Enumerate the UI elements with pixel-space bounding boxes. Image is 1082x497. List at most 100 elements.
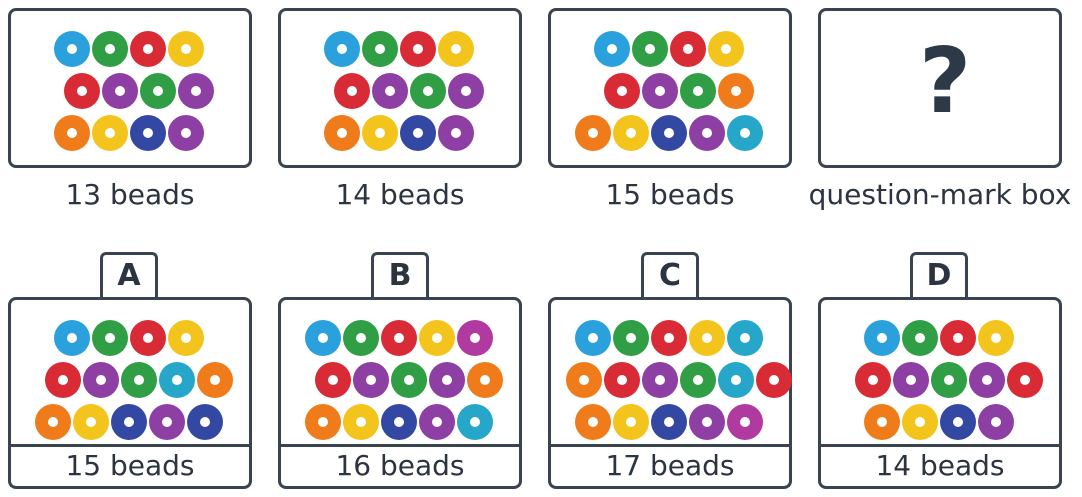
red-bead: [334, 73, 370, 109]
red-bead: [400, 31, 436, 67]
purple-bead: [102, 73, 138, 109]
purple-bead: [689, 115, 725, 151]
purple-bead: [83, 362, 119, 398]
navy-bead: [400, 115, 436, 151]
purple-bead: [893, 362, 929, 398]
teal-bead: [159, 362, 195, 398]
red-bead: [940, 320, 976, 356]
yellow-bead: [343, 404, 379, 440]
red-bead: [670, 31, 706, 67]
red-bead: [1007, 362, 1043, 398]
green-bead: [931, 362, 967, 398]
bead-box-2: [278, 8, 522, 168]
orange-bead: [575, 115, 611, 151]
option-b-box[interactable]: [278, 297, 522, 447]
red-bead: [604, 73, 640, 109]
question-box: ?: [818, 8, 1062, 168]
yellow-bead: [168, 31, 204, 67]
green-bead: [343, 320, 379, 356]
green-bead: [680, 362, 716, 398]
magenta-bead: [457, 320, 493, 356]
teal-bead: [727, 320, 763, 356]
option-d-label[interactable]: D: [910, 252, 968, 300]
green-bead: [902, 320, 938, 356]
red-bead: [130, 31, 166, 67]
option-c-label[interactable]: C: [641, 252, 699, 300]
red-bead: [130, 320, 166, 356]
purple-bead: [149, 404, 185, 440]
green-bead: [92, 320, 128, 356]
purple-bead: [419, 404, 455, 440]
red-bead: [855, 362, 891, 398]
orange-bead: [197, 362, 233, 398]
option-d-box[interactable]: [818, 297, 1062, 447]
yellow-bead: [419, 320, 455, 356]
yellow-bead: [613, 115, 649, 151]
magenta-bead: [727, 404, 763, 440]
option-a-box[interactable]: [8, 297, 252, 447]
option-b-label[interactable]: B: [371, 252, 429, 300]
yellow-bead: [613, 404, 649, 440]
yellow-bead: [168, 320, 204, 356]
orange-bead: [718, 73, 754, 109]
purple-bead: [689, 404, 725, 440]
purple-bead: [448, 73, 484, 109]
navy-bead: [651, 115, 687, 151]
blue-bead: [54, 31, 90, 67]
red-bead: [651, 320, 687, 356]
green-bead: [680, 73, 716, 109]
green-bead: [362, 31, 398, 67]
orange-bead: [54, 115, 90, 151]
blue-bead: [305, 320, 341, 356]
bead-box-1-caption: 13 beads: [8, 178, 252, 211]
red-bead: [64, 73, 100, 109]
yellow-bead: [708, 31, 744, 67]
navy-bead: [187, 404, 223, 440]
yellow-bead: [978, 320, 1014, 356]
blue-bead: [324, 31, 360, 67]
purple-bead: [178, 73, 214, 109]
orange-bead: [324, 115, 360, 151]
purple-bead: [969, 362, 1005, 398]
purple-bead: [438, 115, 474, 151]
option-a-label[interactable]: A: [100, 252, 158, 300]
option-b-caption: 16 beads: [278, 447, 522, 489]
yellow-bead: [362, 115, 398, 151]
green-bead: [410, 73, 446, 109]
orange-bead: [864, 404, 900, 440]
navy-bead: [651, 404, 687, 440]
orange-bead: [35, 404, 71, 440]
red-bead: [45, 362, 81, 398]
red-bead: [604, 362, 640, 398]
bead-box-2-caption: 14 beads: [278, 178, 522, 211]
option-d-caption: 14 beads: [818, 447, 1062, 489]
purple-bead: [978, 404, 1014, 440]
purple-bead: [429, 362, 465, 398]
red-bead: [756, 362, 792, 398]
green-bead: [632, 31, 668, 67]
yellow-bead: [73, 404, 109, 440]
yellow-bead: [438, 31, 474, 67]
purple-bead: [353, 362, 389, 398]
bead-box-3: [548, 8, 792, 168]
yellow-bead: [92, 115, 128, 151]
purple-bead: [642, 73, 678, 109]
navy-bead: [111, 404, 147, 440]
orange-bead: [575, 404, 611, 440]
green-bead: [92, 31, 128, 67]
teal-bead: [718, 362, 754, 398]
blue-bead: [594, 31, 630, 67]
question-box-caption: question-mark box: [802, 178, 1078, 211]
green-bead: [140, 73, 176, 109]
orange-bead: [467, 362, 503, 398]
navy-bead: [940, 404, 976, 440]
blue-bead: [864, 320, 900, 356]
option-c-box[interactable]: [548, 297, 792, 447]
orange-bead: [566, 362, 602, 398]
teal-bead: [457, 404, 493, 440]
red-bead: [381, 320, 417, 356]
purple-bead: [168, 115, 204, 151]
purple-bead: [642, 362, 678, 398]
question-mark-icon: ?: [919, 29, 971, 134]
red-bead: [315, 362, 351, 398]
